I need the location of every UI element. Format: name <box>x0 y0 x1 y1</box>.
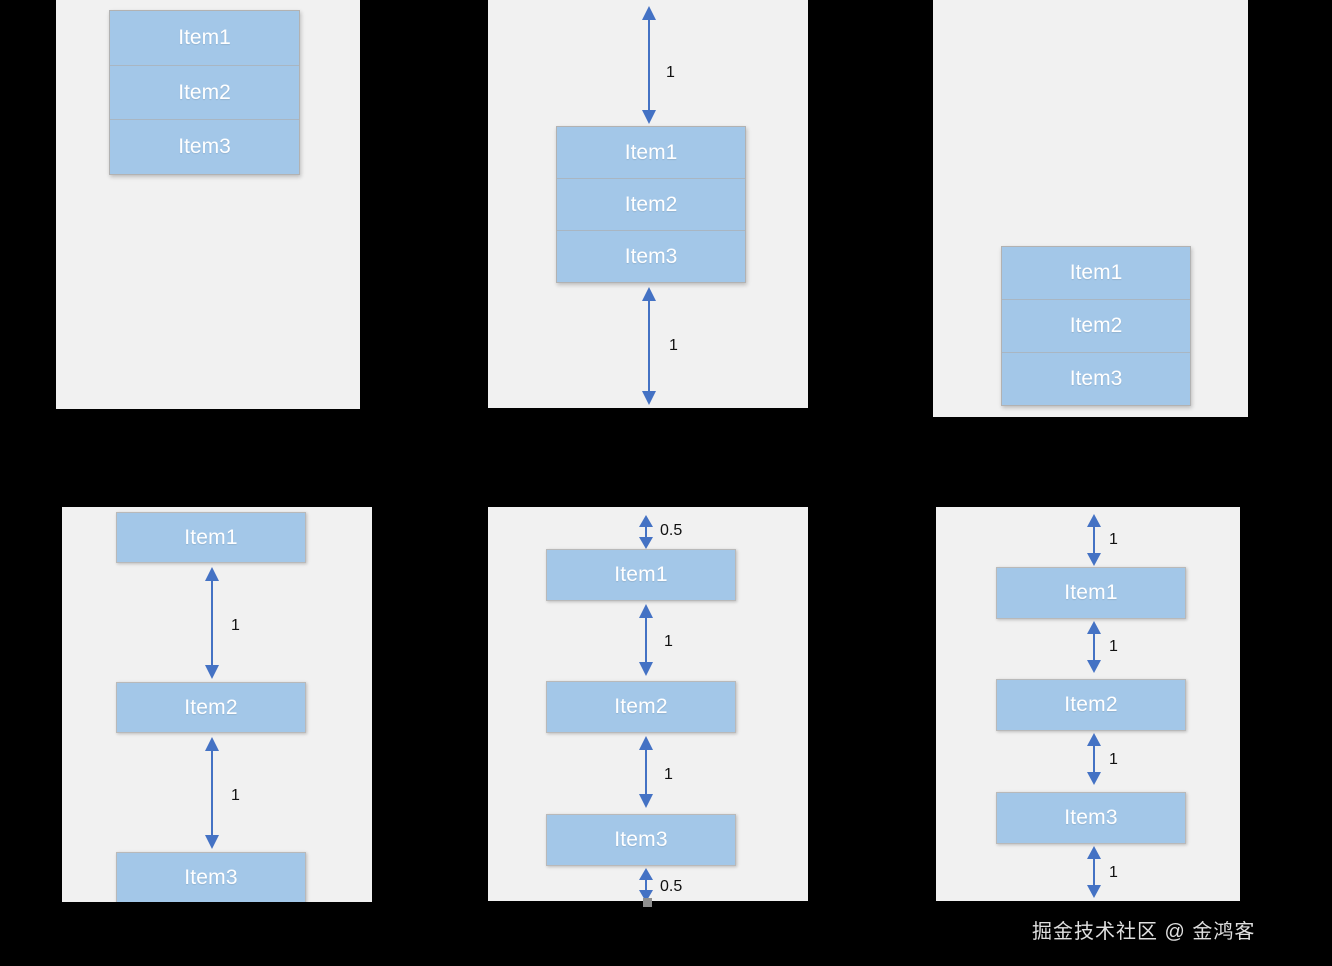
gap-arrow-item2-item3 <box>204 737 220 849</box>
gap-arrow-below-group <box>641 287 657 405</box>
item-box[interactable]: Item1 <box>1002 247 1190 300</box>
item-box[interactable]: Item2 <box>110 66 299 121</box>
item-box[interactable]: Item1 <box>110 11 299 66</box>
gap-label: 1 <box>664 633 673 650</box>
item-box[interactable]: Item3 <box>1069 367 1123 390</box>
gap-arrow-above-group <box>641 6 657 124</box>
gap-arrow-item2-item3 <box>1086 733 1102 785</box>
panel-6-space-evenly: 1 Item1 1 Item2 1 Item3 <box>936 507 1240 901</box>
panel-3-no-spacing-bottom: Item1 Item2 Item3 <box>933 0 1248 417</box>
gap-arrow-item1-item2 <box>204 567 220 679</box>
item-box[interactable]: Item2 <box>996 679 1186 731</box>
gap-arrow-below-item3 <box>1086 846 1102 898</box>
gap-label: 1 <box>1109 638 1118 655</box>
panel-1-no-spacing-top: Item1 Item2 Item3 <box>56 0 360 409</box>
stacked-items-group: Item1 Item2 Item3 <box>1001 246 1191 406</box>
gap-label: 1 <box>1109 751 1118 768</box>
gap-label: 0.5 <box>660 522 683 539</box>
gap-label: 1 <box>669 337 678 354</box>
gap-label: 1 <box>666 64 675 81</box>
panel-2-space-around-collapsed: 1 Item1 Item2 Item3 1 <box>488 0 808 408</box>
gap-label: 1 <box>1109 864 1118 881</box>
gap-arrow-item1-item2 <box>638 604 654 676</box>
gap-label: 1 <box>664 766 673 783</box>
gap-arrow-below-item3 <box>638 868 654 901</box>
gap-arrow-item2-item3 <box>638 736 654 808</box>
arrow-end-nub <box>643 898 652 907</box>
gap-arrow-item1-item2 <box>1086 621 1102 673</box>
gap-label: 1 <box>231 617 240 634</box>
gap-label: 1 <box>1109 531 1118 548</box>
item-box[interactable]: Item3 <box>116 852 306 902</box>
gap-arrow-above-item1 <box>1086 514 1102 566</box>
item-box[interactable]: Item1 <box>557 127 745 179</box>
item-box[interactable]: Item2 <box>1002 300 1190 353</box>
watermark-text: 掘金技术社区 @ 金鸿客 <box>1032 921 1256 943</box>
stacked-items-group: Item1 Item2 Item3 <box>556 126 746 283</box>
item-box[interactable]: Item1 <box>116 512 306 563</box>
item-box[interactable]: Item1 <box>546 549 736 601</box>
panel-5-space-around: 0.5 Item1 1 Item2 1 Item3 <box>488 507 808 901</box>
item-box[interactable]: Item3 <box>624 244 678 268</box>
gap-label: 1 <box>231 787 240 804</box>
item-box[interactable]: Item2 <box>557 179 745 231</box>
item-box[interactable]: Item2 <box>116 682 306 733</box>
gap-label: 0.5 <box>660 878 683 895</box>
stacked-items-group: Item1 Item2 Item3 <box>109 10 300 175</box>
gap-arrow-above-item1 <box>638 515 654 549</box>
item-box[interactable]: Item3 <box>996 792 1186 844</box>
item-box[interactable]: Item2 <box>546 681 736 733</box>
panel-4-space-between: Item1 1 Item2 1 Item3 <box>62 507 372 902</box>
item-box[interactable]: Item1 <box>996 567 1186 619</box>
item-box[interactable]: Item3 <box>546 814 736 866</box>
item-box[interactable]: Item3 <box>178 135 231 159</box>
